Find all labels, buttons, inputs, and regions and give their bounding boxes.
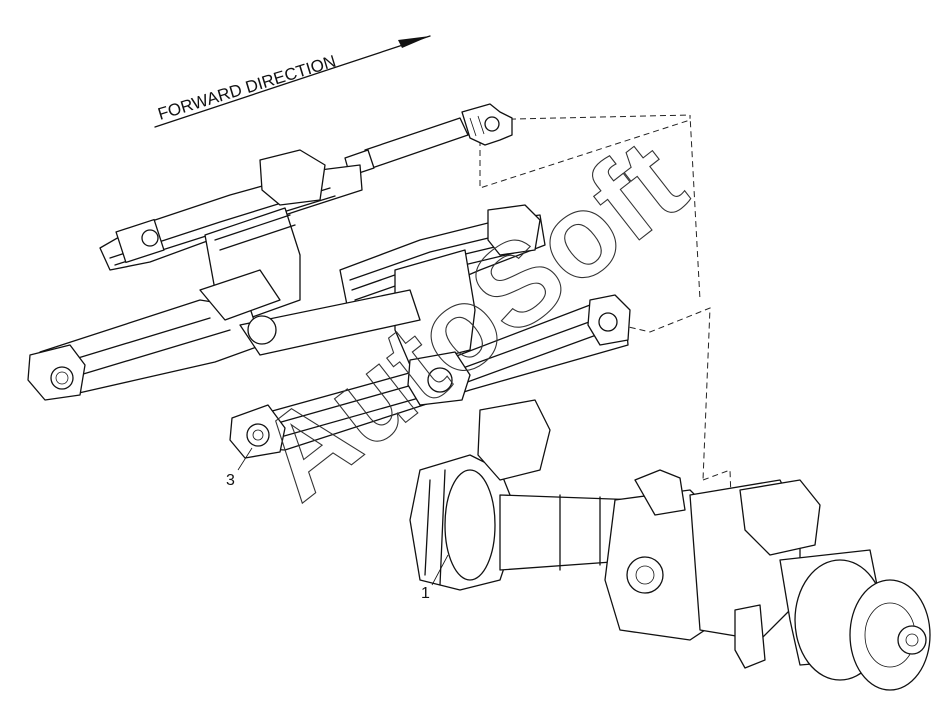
forward-direction-indicator: FORWARD DIRECTION: [154, 35, 431, 128]
drive-axle: [409, 399, 931, 691]
torque-rod: [344, 103, 513, 177]
callout-1-label: 1: [421, 585, 430, 602]
left-trailing-arm: [27, 299, 263, 401]
callout-3: 3: [226, 447, 253, 489]
direction-arrowhead-icon: [398, 36, 430, 48]
right-trailing-arm: [229, 294, 631, 459]
crossbeam: [199, 269, 421, 356]
direction-line: [154, 35, 431, 128]
callout-3-label: 3: [226, 472, 235, 489]
forward-direction-label: FORWARD DIRECTION: [156, 52, 339, 124]
callout-1: 1: [421, 554, 449, 602]
